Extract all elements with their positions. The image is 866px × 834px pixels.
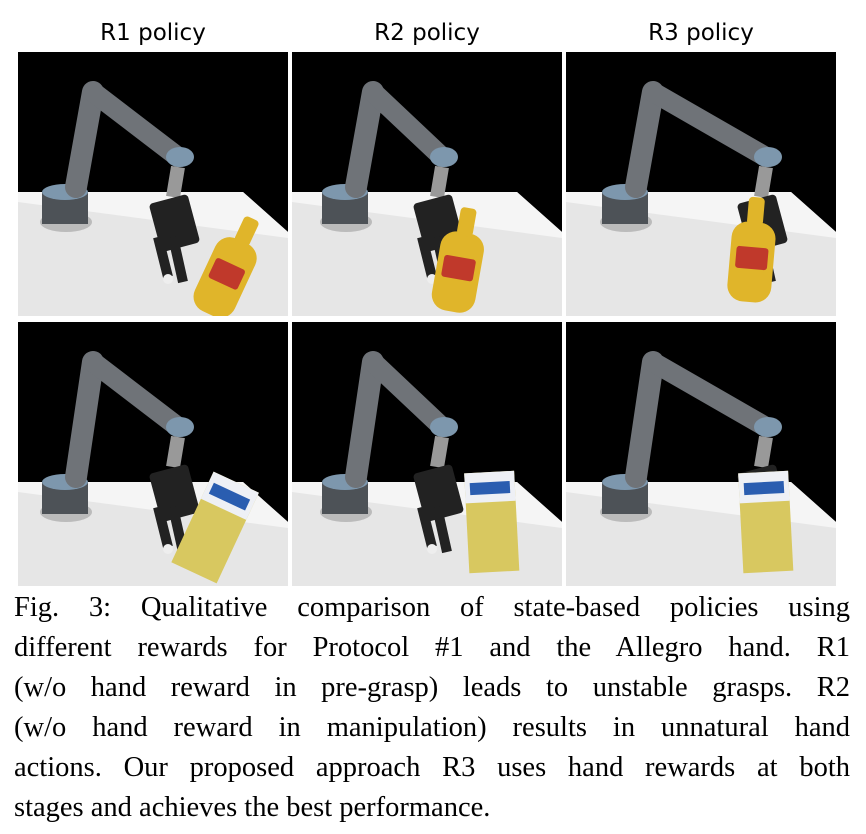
mustard-bottle-icon — [193, 216, 259, 316]
column-title-r2: R2 policy — [374, 20, 480, 46]
caption-line: different rewards for Protocol #1 and th… — [14, 632, 850, 663]
mustard-bottle-icon — [727, 196, 776, 303]
panel-r3-row2 — [566, 322, 836, 586]
allegro-hand-icon — [413, 464, 464, 554]
robot-arm-icon — [320, 351, 458, 522]
caption-line: stages and achieves the best performance… — [14, 792, 491, 823]
caption-line: (w/o hand reward in manipulation) result… — [14, 712, 850, 743]
robot-arm-icon — [40, 81, 194, 232]
robot-arm-icon — [600, 81, 782, 232]
panel-r1-row1 — [18, 52, 288, 316]
sugar-box-icon — [464, 470, 520, 574]
figure-caption: Fig. 3: Qualitative comparison of state-… — [14, 588, 850, 828]
sugar-box-icon — [738, 470, 794, 574]
panel-r2-row1 — [292, 52, 562, 316]
column-title-r3: R3 policy — [648, 20, 754, 46]
panel-r3-row1 — [566, 52, 836, 316]
mustard-bottle-icon — [431, 207, 484, 313]
caption-line: (w/o hand reward in pre-grasp) leads to … — [14, 672, 850, 703]
caption-line: actions. Our proposed approach R3 uses h… — [14, 752, 850, 783]
robot-arm-icon — [600, 351, 782, 522]
allegro-hand-icon — [149, 194, 200, 284]
panel-r1-row2 — [18, 322, 288, 586]
robot-arm-icon — [40, 351, 194, 522]
sugar-box-icon — [171, 471, 259, 584]
panel-r2-row2 — [292, 322, 562, 586]
column-title-r1: R1 policy — [100, 20, 206, 46]
caption-line: Fig. 3: Qualitative comparison of state-… — [14, 592, 850, 623]
robot-arm-icon — [320, 81, 458, 232]
